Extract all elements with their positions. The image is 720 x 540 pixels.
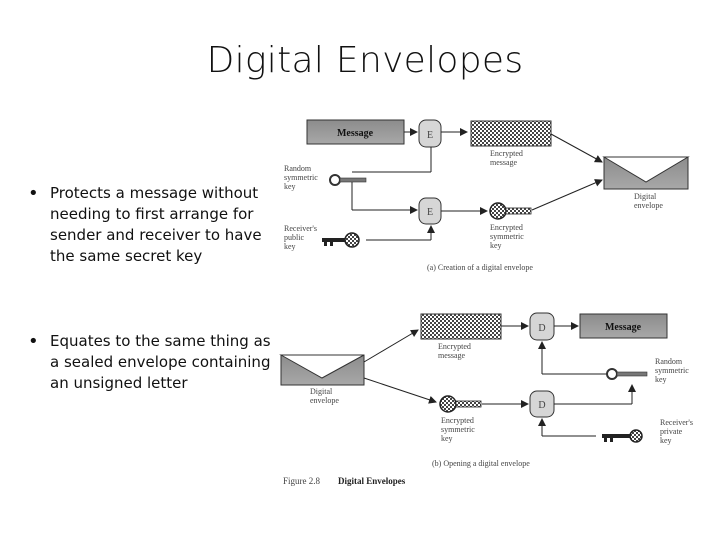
- random-key-label-a-2: symmetric: [284, 173, 318, 182]
- encrypt-label-e1: E: [427, 130, 433, 141]
- encrypted-message-block-b: [420, 313, 502, 340]
- arrow-envelope-to-encmsg: [363, 329, 419, 363]
- message-box-a: [306, 119, 405, 145]
- random-key-label-b-3: key: [655, 375, 667, 384]
- slide-title: Digital Envelopes: [206, 40, 524, 81]
- bullet-item-2: • Equates to the same thing as a sealed …: [28, 331, 283, 394]
- encrypted-key-label-a-3: key: [490, 241, 502, 250]
- random-key-label-b-2: symmetric: [655, 366, 689, 375]
- encrypted-key-label-a-1: Encrypted: [490, 223, 523, 232]
- arrow-envelope-to-enckey: [363, 377, 437, 404]
- envelope-label-a-1: Digital: [634, 192, 657, 201]
- encrypted-message-label-a-1: Encrypted: [490, 149, 523, 158]
- envelope-icon-b: [279, 354, 365, 386]
- private-key-icon: [602, 429, 643, 443]
- public-key-label-1: Receiver's: [284, 224, 317, 233]
- encrypted-key-label-b-2: symmetric: [441, 425, 475, 434]
- envelope-label-b-1: Digital: [310, 387, 333, 396]
- envelope-label-a-2: envelope: [634, 201, 663, 210]
- private-key-label-1: Receiver's: [660, 418, 693, 427]
- random-key-icon-b: [606, 368, 648, 380]
- envelope-icon-a: [602, 156, 690, 190]
- bullet-dot-icon: •: [28, 183, 39, 204]
- encrypted-key-icon-a: [489, 202, 532, 220]
- bullet-dot-icon: •: [28, 331, 39, 352]
- arrow-enckey-to-envelope: [531, 179, 603, 211]
- figure-number: Figure 2.8: [283, 476, 320, 486]
- random-key-label-a-3: key: [284, 182, 296, 191]
- decrypt-label-d2: D: [538, 400, 545, 411]
- encrypted-key-label-b-1: Encrypted: [441, 416, 474, 425]
- encrypted-key-icon-b: [439, 395, 482, 413]
- encrypt-box-e1: [418, 119, 442, 148]
- public-key-icon: [322, 232, 360, 248]
- random-key-icon-a: [329, 174, 367, 186]
- encrypt-label-e2: E: [427, 207, 433, 218]
- encrypted-message-label-b-2: message: [438, 351, 466, 360]
- encrypted-message-block-a: [470, 120, 552, 147]
- random-key-label-a-1: Random: [284, 164, 312, 173]
- envelope-label-b-2: envelope: [310, 396, 339, 405]
- arrow-encmsg-to-envelope: [550, 133, 603, 163]
- message-box-b: [579, 313, 668, 339]
- public-key-label-2: public: [284, 233, 304, 242]
- caption-b: (b) Opening a digital envelope: [432, 459, 530, 468]
- bullet-text-2: Equates to the same thing as a sealed en…: [50, 332, 271, 392]
- encrypted-key-label-a-2: symmetric: [490, 232, 524, 241]
- caption-a: (a) Creation of a digital envelope: [427, 263, 533, 272]
- private-key-label-3: key: [660, 436, 672, 445]
- random-key-label-b-1: Random: [655, 357, 683, 366]
- message-label-b: Message: [605, 322, 642, 333]
- encrypted-key-label-b-3: key: [441, 434, 453, 443]
- encrypted-message-label-a-2: message: [490, 158, 518, 167]
- bullet-text-1: Protects a message without needing to fi…: [50, 184, 262, 265]
- bullet-item-1: • Protects a message without needing to …: [28, 183, 283, 267]
- figure-title: Digital Envelopes: [338, 476, 406, 486]
- private-key-label-2: private: [660, 427, 683, 436]
- decrypt-label-d1: D: [538, 323, 545, 334]
- public-key-label-3: key: [284, 242, 296, 251]
- message-label-a: Message: [337, 128, 374, 139]
- encrypted-message-label-b-1: Encrypted: [438, 342, 471, 351]
